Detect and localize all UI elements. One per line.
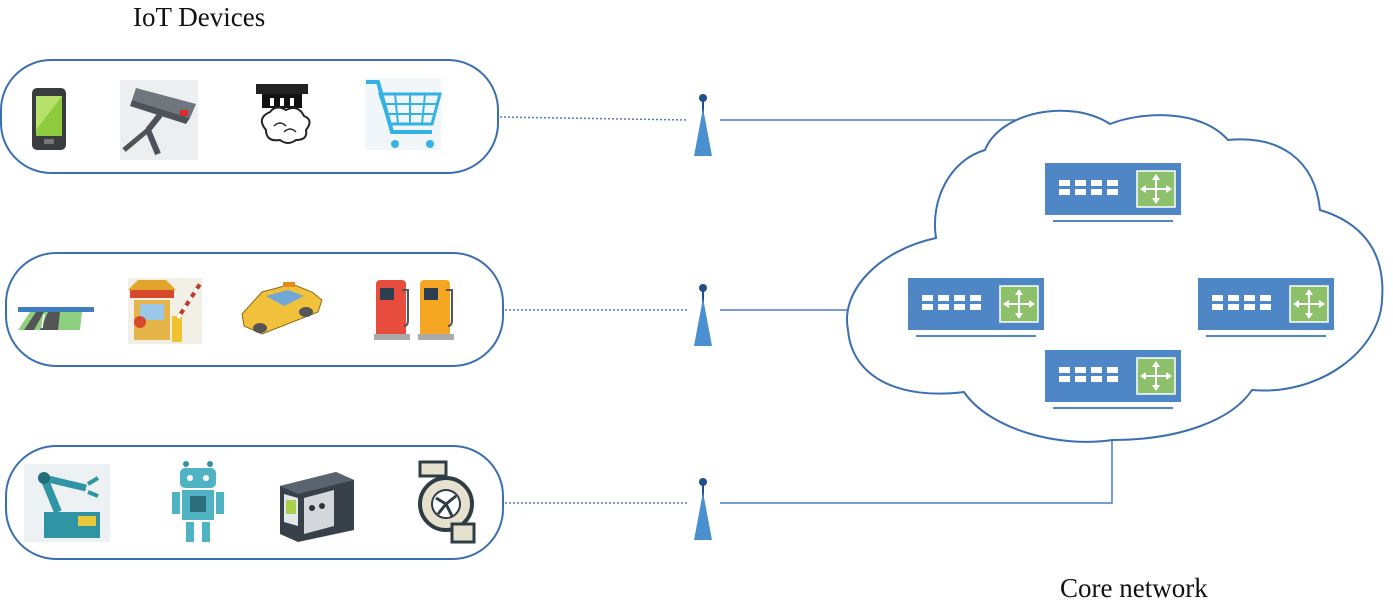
core-network-cloud	[845, 109, 1384, 443]
parking-booth-icon	[128, 278, 202, 344]
antenna-icon-1	[693, 94, 713, 157]
antenna-icon-3	[693, 478, 713, 541]
antenna-icon-2	[693, 284, 713, 347]
shopping-cart-icon	[365, 78, 442, 150]
smoke-detector-icon	[256, 84, 311, 144]
router-bottom	[1045, 350, 1181, 410]
surveillance-camera-icon	[120, 80, 198, 160]
robot-icon	[172, 461, 224, 542]
link-solid-3	[720, 440, 1113, 504]
core-network-label: Core network	[1060, 573, 1208, 603]
router-top	[1045, 163, 1181, 223]
control-box-icon	[280, 472, 354, 542]
taxi-icon	[241, 282, 323, 335]
device-group-industrial	[5, 445, 504, 560]
robotic-arm-icon	[24, 464, 110, 542]
turbine-pump-icon	[418, 460, 476, 544]
smartphone-icon	[32, 88, 66, 150]
fuel-pump-icon	[374, 280, 454, 340]
toll-gate-road-icon	[18, 307, 94, 330]
diagram-title: IoT Devices	[133, 2, 266, 32]
link-dotted-1	[499, 116, 689, 121]
router-right	[1198, 278, 1334, 338]
router-left	[908, 278, 1044, 338]
